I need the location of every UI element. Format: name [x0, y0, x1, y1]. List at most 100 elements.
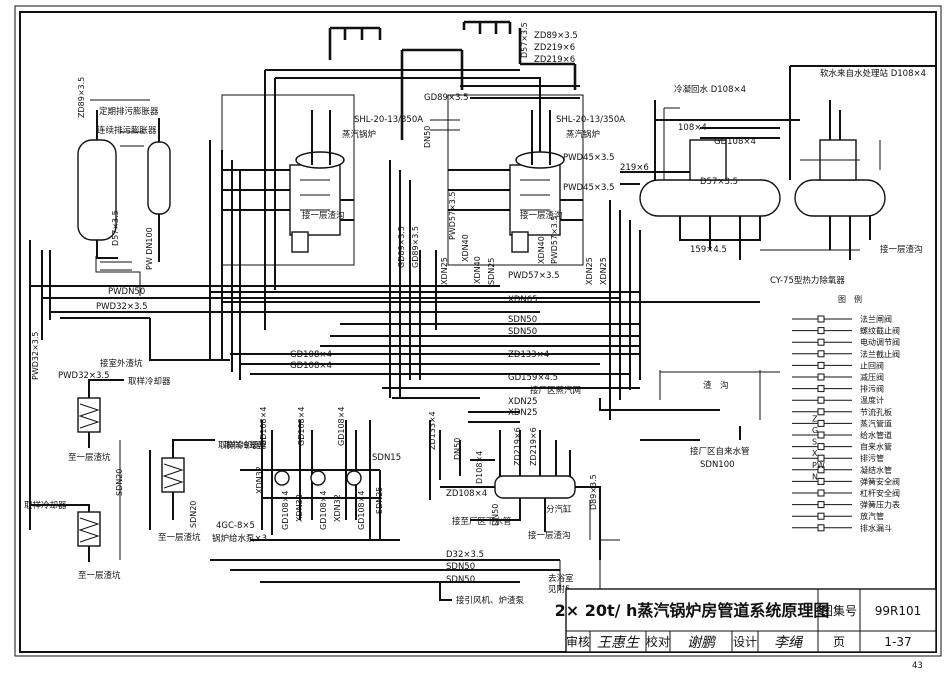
check-label: 校对 [646, 634, 670, 649]
legend-item: 法兰截止阀 [860, 349, 900, 359]
label-gd108-v5: GD108×4 [319, 491, 328, 530]
design-signature: 李绳 [774, 635, 804, 651]
label-sampler-3: 取样冷却器 [218, 440, 261, 451]
label-zd219-b: ZD219×6 [534, 55, 575, 65]
legend-item: 给水管道 [860, 430, 892, 440]
label-zd108: ZD108×4 [446, 489, 487, 499]
label-slag-left: 接一层渣沟 [302, 210, 345, 221]
label-slag-4: 接一层渣沟 [880, 244, 923, 255]
label-bath: 去浴室 [548, 573, 574, 584]
label-gd89-v2: GD89×3.5 [411, 226, 420, 268]
label-sampler-2: 取样冷却器 [24, 500, 67, 511]
legend-item: 止回阀 [860, 360, 884, 370]
label-sdn50-a: SDN50 [508, 315, 537, 325]
label-sdn100: SDN100 [700, 460, 735, 470]
boiler-left [221, 94, 355, 266]
legend-item: 弹簧安全阀 [860, 476, 900, 486]
label-gd108-b: GD108×4 [290, 361, 332, 371]
label-xdn25-b: XDN25 [508, 408, 538, 418]
label-zd219-a: ZD219×6 [534, 43, 575, 53]
legend-symbol-mark [817, 454, 825, 462]
label-deaerator: CY-75型热力除氧器 [770, 275, 845, 286]
blowdown-expanders [77, 99, 171, 262]
label-d108-v: D108×4 [475, 451, 484, 484]
feed-pump-2 [310, 470, 326, 486]
label-pit-2: 至一层渣坑 [78, 570, 121, 581]
review-signature: 王惠生 [597, 635, 640, 651]
label-zd89-left: ZD89×3.5 [77, 77, 86, 118]
label-slag-right: 接一层渣沟 [520, 210, 563, 221]
label-trench: 渣 沟 [703, 380, 729, 391]
steam-header-drum [494, 475, 576, 499]
legend-item: 杠杆安全阀 [860, 488, 900, 498]
label-pwd57-h: PWD57×3.5 [508, 271, 560, 281]
feed-pump-3 [346, 470, 362, 486]
label-xdn25-a: XDN25 [508, 397, 538, 407]
label-sdn50-c: SDN50 [446, 562, 475, 572]
legend-symbol-mark [817, 489, 825, 497]
label-sampler-1: 取样冷却器 [128, 376, 171, 387]
label-sdn25-b: SDN25 [375, 487, 384, 514]
label-pwd32-a: PWD32×3.5 [96, 302, 148, 312]
atlas-number: 99R101 [875, 604, 922, 618]
label-soft-water: 软水来自水处理站 D108×4 [820, 68, 926, 79]
label-xdn40-c: XDN40 [537, 236, 546, 264]
label-gd159: GD159×4.5 [508, 373, 558, 383]
deaerator-tank-2 [794, 179, 886, 217]
label-pwdn50: PWDN50 [108, 287, 145, 297]
label-zd133-v: ZD133×4 [428, 411, 437, 450]
label-fan: 接引风机、炉渣泵 [456, 595, 525, 606]
label-bath-2: 见附5 [548, 584, 570, 595]
feed-pumps [240, 420, 400, 541]
legend-item: 凝结水管 [860, 465, 892, 475]
legend-item: 排污管 [860, 453, 884, 463]
legend-symbol-mark [817, 419, 825, 427]
label-pwd32-b: PWD32×3.5 [58, 371, 110, 381]
legend-code: Z [812, 414, 818, 423]
label-slag-3: 接一层渣沟 [528, 530, 571, 541]
legend-code: X [812, 449, 818, 458]
legend-item: 弹簧压力表 [860, 500, 900, 510]
top-steam-stacks [264, 20, 580, 330]
label-gd108-c: GD108×4 [714, 137, 756, 147]
fixed-blowdown-label: 定期排污膨胀器 [99, 106, 159, 117]
label-condensate: 冷凝回水 D108×4 [674, 84, 746, 95]
drawing-title: 2× 20t/ h蒸汽锅炉房管道系统原理图 [555, 601, 830, 620]
label-gd108-v6: GD108×4 [357, 491, 366, 530]
continuous-blowdown-label: 连续排污膨胀器 [97, 125, 157, 136]
label-pit-3: 至一层渣坑 [158, 532, 201, 543]
page-label: 页 [833, 635, 845, 649]
legend-item: 节流孔板 [860, 407, 892, 417]
legend-symbol-mark [817, 385, 825, 393]
design-label: 设计 [733, 635, 757, 649]
label-xdn25-v3: XDN25 [440, 257, 449, 285]
label-sdn15: SDN15 [372, 453, 401, 463]
label-xdn32-a: XDN32 [255, 466, 264, 494]
label-zd219-v2: ZD219×6 [529, 427, 538, 466]
bottom-pipe-runs [210, 559, 601, 601]
legend-rows: 法兰闸阀螺纹截止阀电动调节阀法兰截止阀止回阀减压阀排污阀温度计节流孔板Z蒸汽管道… [792, 314, 900, 533]
label-pwdn100: PW DN100 [145, 227, 154, 270]
legend-symbol-mark [817, 327, 825, 335]
label-d219: 219×6 [620, 163, 649, 173]
legend-symbol-mark [817, 315, 825, 323]
legend-code: S [812, 438, 817, 447]
label-pump-2: 锅炉给水泵×3 [212, 533, 267, 544]
legend-symbol-mark [817, 431, 825, 439]
legend-symbol-mark [817, 524, 825, 532]
steam-header [429, 420, 620, 560]
label-xdn25-v1: XDN25 [585, 257, 594, 285]
main-headers [209, 140, 761, 423]
label-gd108-v1: GD108×4 [259, 407, 268, 446]
sample-cooler-3 [149, 439, 215, 530]
legend-symbol-mark [817, 361, 825, 369]
legend-symbol-mark [817, 350, 825, 358]
label-zd133-a: ZD133×4 [508, 350, 549, 360]
outer-border [14, 5, 942, 657]
label-pwd57-v1: PWD57×3.5 [448, 192, 457, 241]
label-dn50-v2: DN50 [453, 438, 462, 460]
label-xdn40-a: XDN40 [461, 234, 470, 262]
legend: 图 例 法兰闸阀螺纹截止阀电动调节阀法兰截止阀止回阀减压阀排污阀温度计节流孔板Z… [792, 294, 900, 533]
